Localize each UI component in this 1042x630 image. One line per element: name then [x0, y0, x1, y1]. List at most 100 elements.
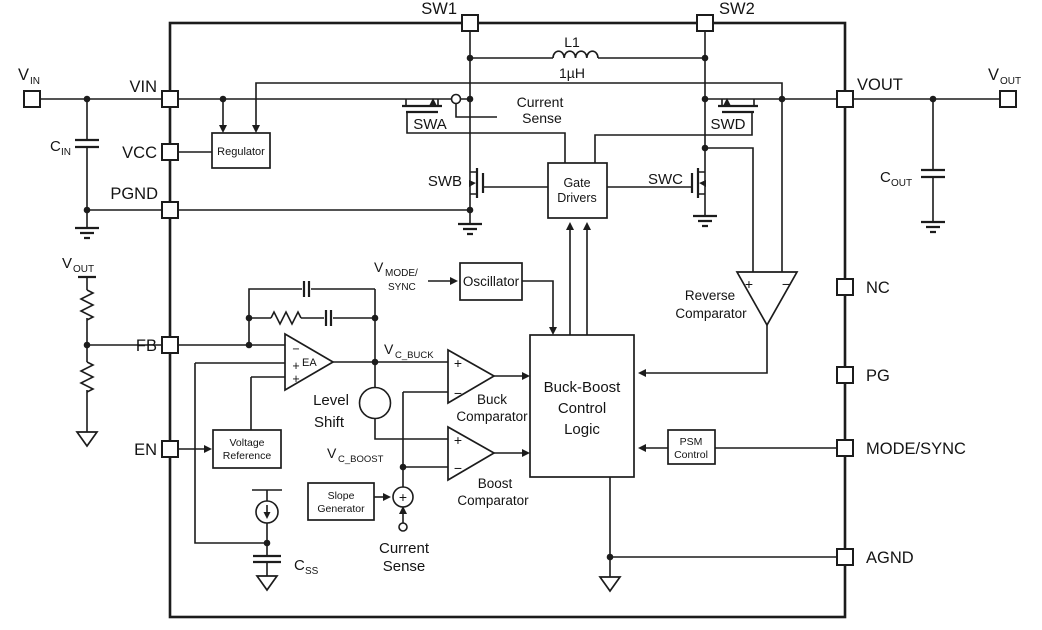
label-vcbuck-sub: C_BUCK	[395, 350, 434, 361]
label-gate-drivers-2: Drivers	[557, 191, 597, 205]
pin-squares	[23, 14, 1017, 566]
oscillator-block	[459, 262, 523, 301]
label-pin-vin: VIN	[129, 78, 157, 96]
capacitor-css	[253, 554, 281, 564]
mosfet-swb	[469, 168, 485, 198]
mosfet-swd	[718, 98, 758, 114]
pin-vin	[161, 90, 179, 108]
label-css-sub: SS	[305, 566, 319, 577]
pin-mode-sync	[836, 439, 854, 457]
label-vout-ext-base: V	[988, 66, 999, 84]
label-vin-ext-base: V	[18, 66, 29, 84]
label-pin-fb: FB	[136, 337, 157, 355]
label-buck-comparator-2: Comparator	[456, 409, 528, 424]
label-cin-sub: IN	[61, 147, 71, 158]
terminal-vin-external	[23, 90, 41, 108]
label-swb: SWB	[428, 173, 462, 190]
label-vcbuck-base: V	[384, 341, 394, 357]
label-vmode-sub1: MODE/	[385, 268, 418, 279]
label-sw1: SW1	[421, 0, 457, 18]
ea-minus-sign: −	[292, 342, 299, 356]
label-reverse-comparator-1: Reverse	[685, 288, 735, 303]
label-oscillator: Oscillator	[463, 274, 520, 289]
ground-divider	[75, 431, 99, 448]
mosfet-swc	[690, 168, 706, 198]
label-ea: EA	[302, 357, 317, 369]
label-vin-ext-sub: IN	[30, 76, 40, 87]
reverse-minus-sign: −	[782, 276, 790, 292]
regulator-block	[211, 132, 271, 169]
mosfet-swa	[402, 98, 442, 114]
reverse-plus-sign: +	[745, 276, 753, 292]
summing-plus-sign: +	[399, 489, 407, 505]
label-control-logic-2: Control	[558, 400, 606, 417]
label-vref-2: Reference	[223, 450, 272, 462]
label-cin-base: C	[50, 138, 61, 155]
label-vref-1: Voltage	[229, 437, 264, 449]
divider-resistor-top	[79, 289, 95, 321]
label-current-sense-bottom-2: Sense	[383, 558, 426, 575]
boost-plus-sign: +	[454, 432, 462, 448]
feedback-resistor	[270, 310, 302, 326]
pin-en	[161, 440, 179, 458]
label-pin-vout: VOUT	[857, 76, 903, 94]
label-psm-1: PSM	[680, 436, 703, 448]
label-vout-divider-base: V	[62, 255, 72, 272]
ground-swb	[458, 222, 482, 236]
boost-minus-sign: −	[454, 460, 462, 476]
label-pin-agnd: AGND	[866, 549, 914, 567]
psm-control-block	[667, 429, 716, 465]
label-cout-base: C	[880, 169, 891, 186]
buck-minus-sign: −	[454, 385, 462, 401]
label-vcboost-base: V	[327, 445, 337, 461]
ea-plus-sign-1: +	[292, 359, 299, 373]
label-l1-value: 1µH	[559, 65, 585, 81]
pin-fb	[161, 336, 179, 354]
label-gate-drivers-1: Gate	[563, 176, 590, 190]
pin-vcc	[161, 143, 179, 161]
capacitor-cin	[75, 138, 99, 149]
label-slope-1: Slope	[328, 490, 355, 502]
arrowheads	[204, 125, 646, 514]
label-current-sense-top-1: Current	[517, 94, 564, 110]
label-psm-2: Control	[674, 449, 708, 461]
wires	[40, 31, 1000, 577]
ic-outline	[168, 21, 847, 619]
pin-vout	[836, 90, 854, 108]
buck-plus-sign: +	[454, 355, 462, 371]
label-control-logic-3: Logic	[564, 421, 600, 438]
label-boost-comparator-1: Boost	[478, 476, 513, 491]
label-swc: SWC	[648, 171, 683, 188]
label-vout-divider-sub: OUT	[73, 264, 94, 275]
label-level-shift-2: Shift	[314, 414, 345, 431]
current-source	[255, 500, 279, 524]
junction-dots	[83, 54, 937, 561]
label-cout-sub: OUT	[891, 178, 912, 189]
reverse-comparator-symbol	[735, 271, 799, 327]
ground-cin	[75, 226, 99, 240]
label-sw2: SW2	[719, 0, 755, 18]
voltage-reference-block	[212, 429, 282, 469]
label-vcboost-sub: C_BOOST	[338, 454, 384, 465]
label-vmode-sub2: SYNC	[388, 282, 416, 293]
pin-pg	[836, 366, 854, 384]
feedback-capacitor-outer	[302, 281, 311, 297]
slope-generator-block	[307, 482, 375, 521]
gate-drivers-block	[547, 162, 608, 219]
label-swd: SWD	[711, 116, 746, 133]
ground-cout	[921, 220, 945, 234]
label-current-sense-bottom-1: Current	[379, 540, 430, 557]
ground-swc	[693, 214, 717, 228]
label-buck-comparator-1: Buck	[477, 392, 507, 407]
current-sense-tap-top	[450, 93, 462, 105]
label-level-shift-1: Level	[313, 392, 349, 409]
capacitor-cout	[921, 168, 945, 179]
feedback-capacitor-inner	[324, 310, 333, 326]
label-current-sense-top-2: Sense	[522, 110, 562, 126]
boost-comparator-symbol	[447, 425, 496, 482]
current-sense-terminal-bottom	[398, 522, 408, 532]
label-css-base: C	[294, 557, 305, 574]
divider-resistor-bottom	[79, 361, 95, 393]
label-regulator: Regulator	[217, 146, 265, 158]
